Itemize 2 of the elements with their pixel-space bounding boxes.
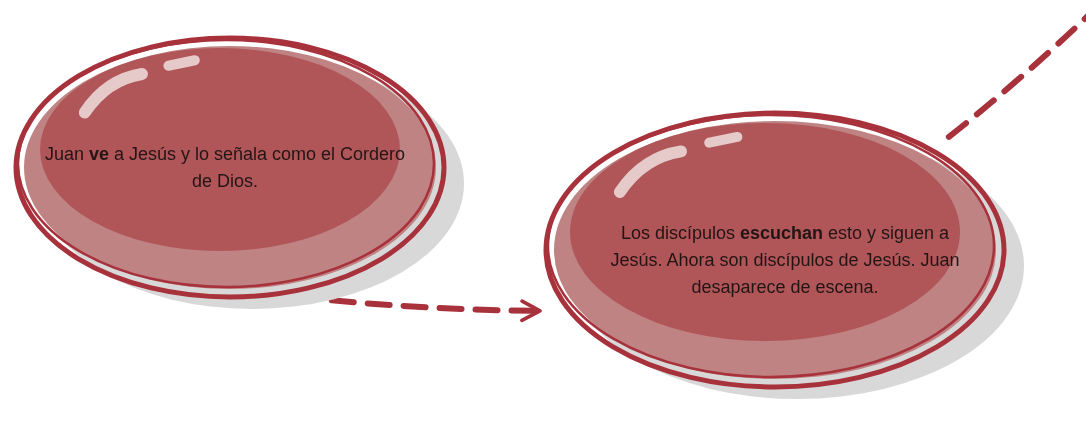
blob-text: Los discípulos escuchan esto y siguen a Jesús. Ahora son discípulos de Jesús. Juan desaparece de escena. bbox=[609, 221, 961, 299]
blob-text: Juan ve a Jesús y lo señala como el Cordero de Dios. bbox=[43, 142, 407, 193]
